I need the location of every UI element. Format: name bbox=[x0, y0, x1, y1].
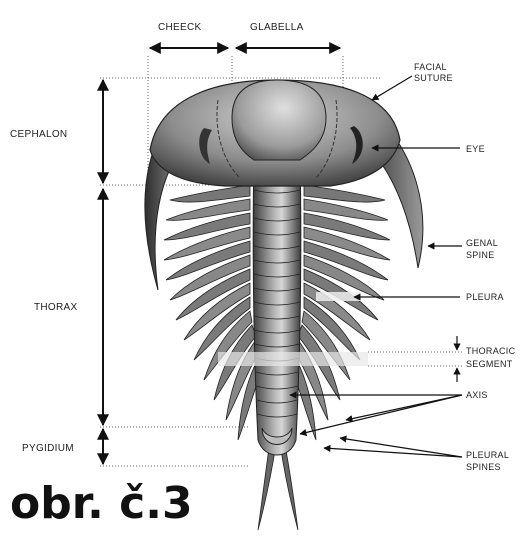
label-eye: EYE bbox=[466, 144, 485, 154]
label-thorax: THORAX bbox=[34, 302, 77, 313]
label-genal-spine-2: SPINE bbox=[466, 250, 495, 260]
figure-caption: obr. č.3 bbox=[10, 482, 193, 526]
label-thoracic-segment-1: THORACIC bbox=[466, 346, 516, 356]
glabella bbox=[232, 80, 326, 160]
label-cephalon: CEPHALON bbox=[10, 129, 67, 140]
label-glabella: GLABELLA bbox=[250, 22, 304, 33]
label-pygidium: PYGIDIUM bbox=[22, 443, 74, 454]
label-genal-spine-1: GENAL bbox=[466, 238, 498, 248]
label-pleural-spines-2: SPINES bbox=[466, 462, 501, 472]
axis bbox=[253, 150, 301, 455]
label-cheeck: CHEECK bbox=[158, 22, 202, 33]
label-axis: AXIS bbox=[466, 390, 488, 400]
label-thoracic-segment-2: SEGMENT bbox=[466, 359, 513, 369]
label-pleural-spines-1: PLEURAL bbox=[466, 450, 509, 460]
label-pleura: PLEURA bbox=[466, 292, 504, 302]
pleura-highlight bbox=[316, 292, 360, 301]
label-facial-suture-2: SUTURE bbox=[414, 73, 453, 83]
label-facial-suture-1: FACIAL bbox=[414, 62, 447, 72]
thoracic-segment-highlight bbox=[218, 352, 368, 366]
